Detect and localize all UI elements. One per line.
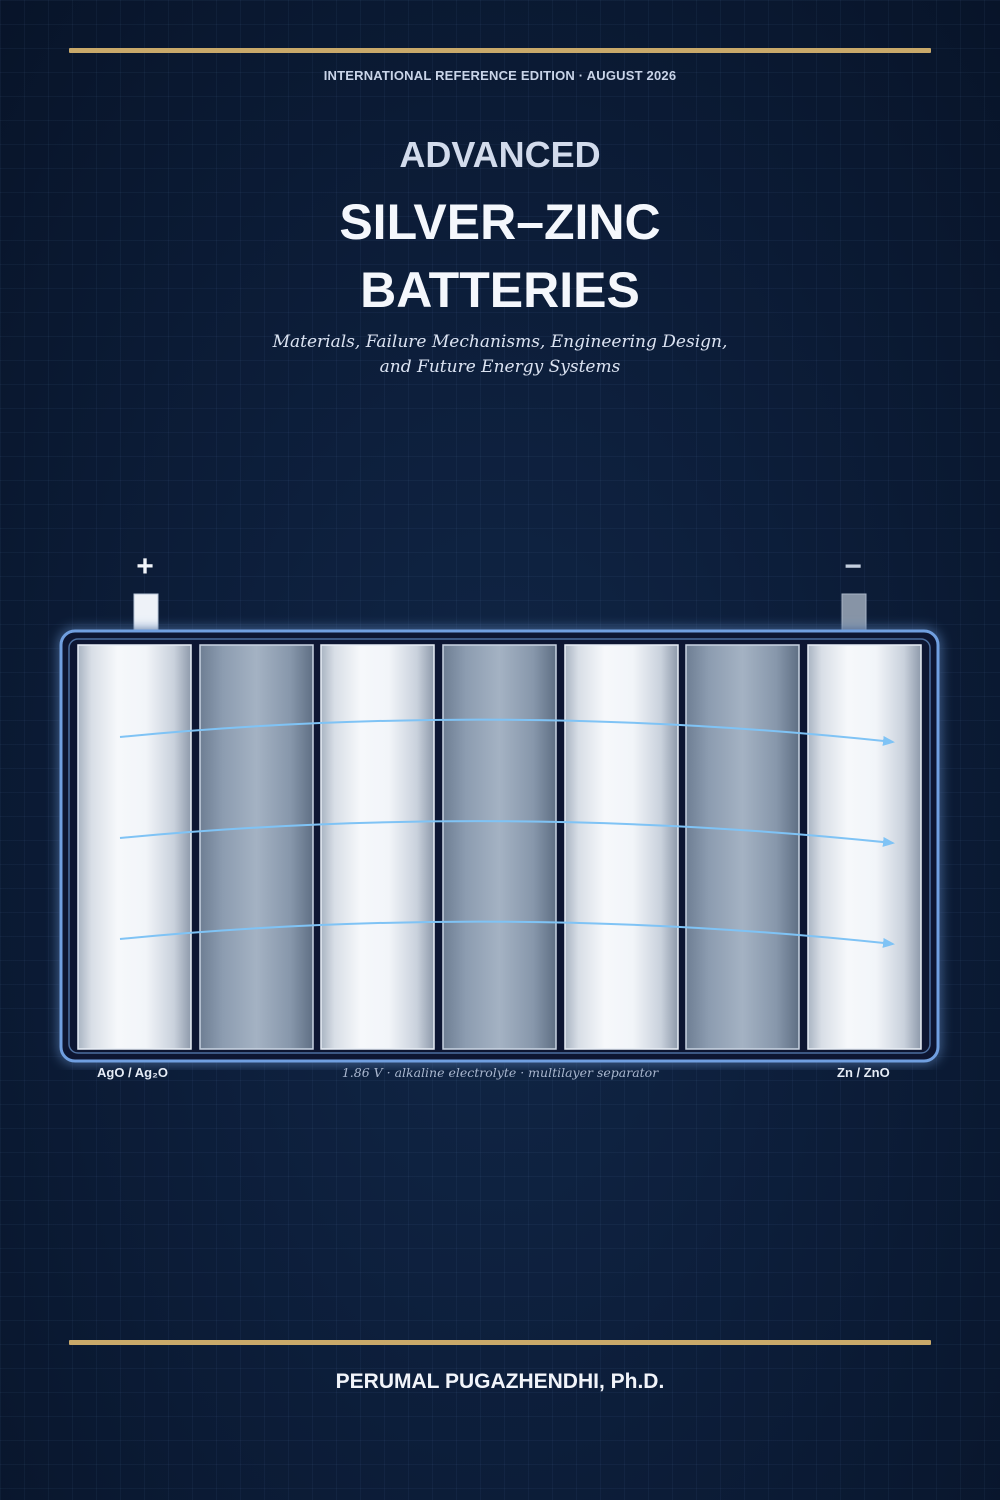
battery-inner-frame [68,638,931,1054]
subtitle-line-2: and Future Energy Systems [379,357,621,377]
cell-6 [685,644,800,1050]
edition-line: INTERNATIONAL REFERENCE EDITION · AUGUST… [323,68,677,83]
book-title: SILVER–ZINC BATTERIES [0,188,1000,324]
negative-terminal-symbol: − [844,550,862,583]
title-line-1: SILVER–ZINC [339,194,661,250]
ion-flow-line-1 [119,718,895,746]
bottom-gold-rule [69,1340,931,1345]
anode-label: Zn / ZnO [837,1065,890,1080]
ion-flow-line-3 [119,920,895,948]
book-subtitle: Materials, Failure Mechanisms, Engineeri… [0,330,1000,380]
author-name: PERUMAL PUGAZHENDHI, Ph.D. [335,1370,665,1393]
top-gold-rule [69,48,931,53]
cell-1 [77,644,192,1050]
positive-terminal-symbol: + [136,550,154,583]
negative-terminal [841,593,867,631]
cell-5 [564,644,679,1050]
cathode-label: AgO / Ag₂O [97,1065,169,1080]
cell-7 [807,644,922,1050]
battery-illustration: + − [59,550,940,1063]
title-prefix: ADVANCED [399,134,601,175]
ion-flow-line-2 [119,820,895,847]
subtitle-line-1: Materials, Failure Mechanisms, Engineeri… [272,332,728,352]
battery-spec-caption: 1.86 V · alkaline electrolyte · multilay… [341,1065,659,1080]
cell-4 [442,644,557,1050]
cell-3 [320,644,435,1050]
positive-terminal [133,593,159,631]
title-line-2: BATTERIES [360,262,640,318]
cell-2 [199,644,314,1050]
